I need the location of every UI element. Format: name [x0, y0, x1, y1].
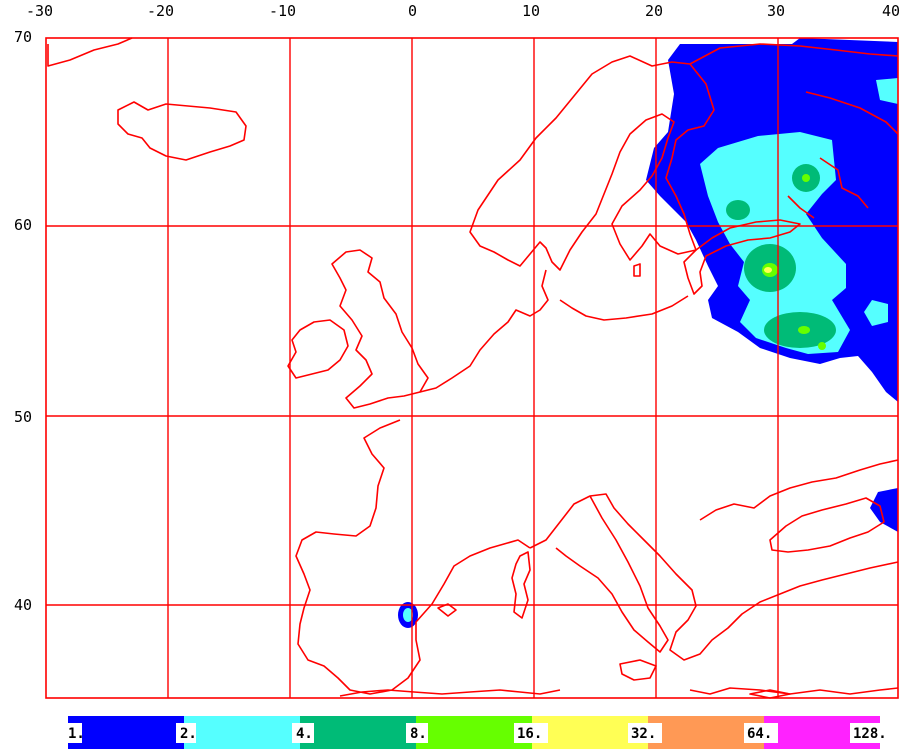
kola-white-sea-coast	[689, 43, 899, 219]
coastlines	[47, 37, 899, 699]
legend-box-2	[176, 723, 196, 743]
italy-coast	[555, 495, 669, 653]
denmark-germany-coast	[419, 269, 689, 393]
lat-tick-40: 40	[14, 596, 33, 614]
point-source-inner	[403, 608, 413, 622]
lon-tick-minus10: -10	[269, 2, 297, 20]
lat-tick-50: 50	[14, 408, 33, 426]
legend-box-64	[744, 723, 778, 743]
legend-box-128	[850, 723, 896, 743]
lon-tick-minus20: -20	[147, 2, 175, 20]
sardinia-corsica	[511, 551, 531, 619]
plume-level-2-east	[864, 300, 888, 326]
legend-box-32	[628, 723, 662, 743]
ireland-coast	[287, 319, 349, 379]
legend-label-32: 32.	[631, 726, 657, 742]
lon-tick-10: 10	[522, 2, 541, 20]
legend-label-16: 16.	[517, 726, 543, 742]
legend-box-16	[514, 723, 548, 743]
legend-swatch-1-2	[68, 716, 184, 749]
lat-tick-60: 60	[14, 216, 33, 234]
legend-swatch-2-4	[184, 716, 300, 749]
plume-level-2-northeast	[876, 78, 898, 104]
black-sea-coast	[769, 497, 885, 553]
greenland-coast	[47, 37, 133, 67]
plume-level-8-d	[818, 342, 826, 350]
legend-box-4	[292, 723, 314, 743]
baltic-east-coast	[683, 219, 801, 295]
legend-label-2: 2.	[180, 726, 197, 742]
scandinavia-coast	[469, 55, 715, 271]
legend-label-boxes	[64, 723, 896, 743]
lon-tick-minus30: -30	[26, 2, 54, 20]
lat-tick-70: 70	[14, 28, 33, 46]
plume-level-1-caspian	[870, 488, 898, 532]
iceland-coast	[117, 101, 247, 161]
lon-tick-20: 20	[645, 2, 664, 20]
crete-island	[749, 689, 791, 699]
north-africa-coast	[339, 687, 899, 697]
legend-box-1	[64, 723, 82, 743]
gotland-island	[633, 263, 641, 277]
graticule	[46, 38, 898, 698]
legend-label-64: 64.	[747, 726, 773, 742]
great-britain-coast	[331, 249, 429, 409]
legend-label-4: 4.	[296, 726, 313, 742]
map-frame	[45, 37, 899, 699]
plume-level-8-c	[802, 174, 810, 182]
plume-level-8-b	[798, 326, 810, 334]
legend-swatch-8-16	[416, 716, 532, 749]
legend-label-128: 128.	[853, 726, 887, 742]
lon-tick-0: 0	[408, 2, 418, 20]
lon-tick-40: 40	[882, 2, 901, 20]
sicily-coast	[619, 659, 657, 681]
legend-swatch-4-8	[300, 716, 416, 749]
mediterranean-north-coast	[529, 493, 899, 661]
lon-tick-30: 30	[767, 2, 786, 20]
concentration-field	[398, 38, 898, 628]
balkans-coast	[699, 459, 899, 521]
plume-level-4-d	[726, 200, 750, 220]
balearic-island	[437, 603, 457, 617]
legend-label-1: 1.	[68, 726, 85, 742]
france-iberia-coast	[295, 419, 531, 695]
legend-box-8	[406, 723, 428, 743]
plume-level-16-a	[764, 267, 772, 273]
legend-label-8: 8.	[410, 726, 427, 742]
